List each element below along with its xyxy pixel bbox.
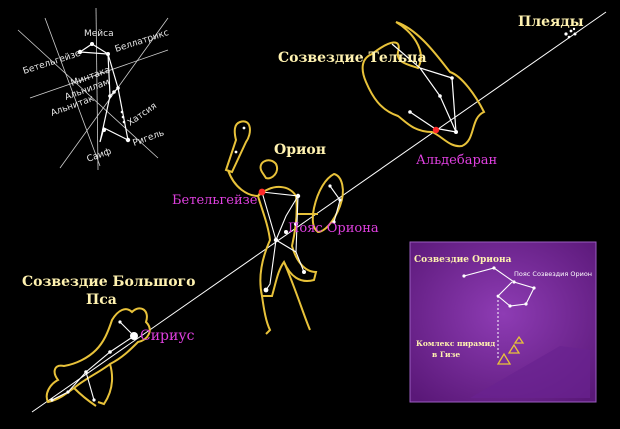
canis-major-figure bbox=[45, 307, 151, 407]
canis-major-lines bbox=[51, 321, 135, 401]
taurus-figure bbox=[361, 21, 486, 148]
inset-belt-label: Пояс Созвездия Орион bbox=[514, 270, 592, 278]
label-betelgeuse: Бетельгейзе bbox=[172, 193, 258, 208]
label-orion-belt: Пояс Ориона bbox=[288, 221, 379, 236]
pleiades-cluster bbox=[564, 27, 577, 39]
label-aldebaran: Альдебаран bbox=[416, 153, 497, 168]
label-canis-major-line2: Пса bbox=[86, 292, 117, 308]
inset-title: Созвездие Ориона bbox=[414, 255, 512, 265]
sirius-star bbox=[130, 332, 138, 340]
inset-giza-line2: в Гизе bbox=[432, 350, 460, 359]
inset-giza-line1: Комлекс пирамид bbox=[416, 339, 495, 348]
mini-label-rigel: Ригель bbox=[132, 128, 166, 149]
label-taurus: Созвездие Тельца bbox=[278, 50, 427, 66]
mini-label-bellatrix: Беллатрикс bbox=[114, 28, 170, 55]
ecliptic-line bbox=[31, 11, 607, 413]
pyramid-icons bbox=[496, 335, 525, 365]
orion-stars bbox=[234, 126, 342, 293]
giza-inset: Созвездие Ориона Пояс Созвездия Орион Ко… bbox=[409, 241, 597, 403]
label-pleiades: Плеяды bbox=[518, 14, 584, 30]
betelgeuse-star bbox=[258, 188, 266, 196]
canis-major-stars bbox=[50, 320, 122, 402]
label-sirius: Сириус bbox=[140, 328, 195, 344]
mini-label-hatsya: Хатсия bbox=[126, 101, 159, 128]
orion-figure bbox=[224, 120, 344, 335]
aldebaran-star bbox=[432, 126, 440, 134]
label-canis-major-line1: Созвездие Большого bbox=[22, 274, 195, 290]
mini-orion-stars bbox=[77, 42, 131, 143]
mini-label-betelgeuse: Бетельгейзе bbox=[22, 49, 83, 77]
mini-label-meissa: Мейса bbox=[84, 29, 114, 39]
mini-label-saiph: Саиф bbox=[86, 147, 114, 165]
label-orion: Орион bbox=[274, 142, 326, 158]
orion-star-lines bbox=[261, 185, 341, 291]
